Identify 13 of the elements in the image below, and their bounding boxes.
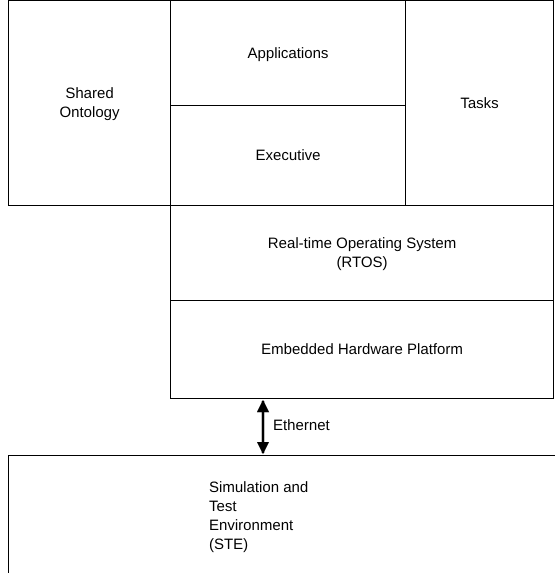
layer-box <box>170 300 554 399</box>
node-label: Applications <box>248 44 328 62</box>
node-label: Shared Ontology <box>58 84 121 122</box>
task-box <box>405 0 554 206</box>
shared-component-box <box>8 0 171 206</box>
node-label: Tasks <box>460 94 499 112</box>
node-label: Embedded Hardware Platform <box>261 340 463 359</box>
double-arrow <box>256 400 270 454</box>
node-label: Executive <box>255 146 321 165</box>
environment-box <box>8 455 555 573</box>
layer-box <box>170 205 554 301</box>
node-label: Real-time Operating System (RTOS) <box>266 234 458 272</box>
node-label: Simulation and Test Environment (STE) <box>209 478 310 554</box>
